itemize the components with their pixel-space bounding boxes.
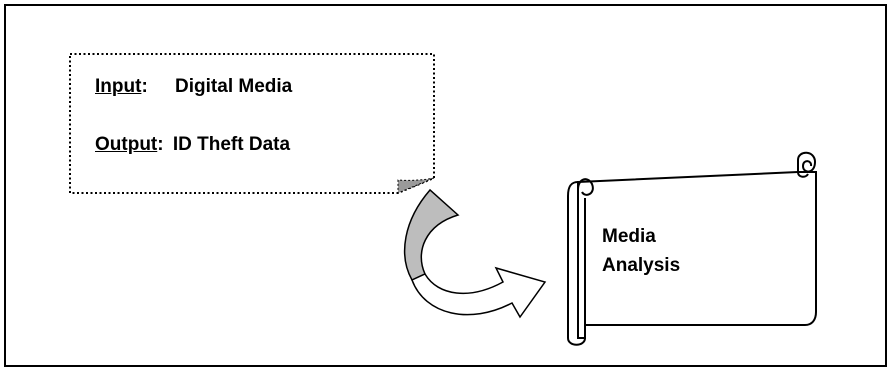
input-label: Input [95,76,142,97]
input-row: Input: Digital Media [95,76,292,98]
output-label: Output [95,134,158,155]
scroll-right-roll-base [797,171,809,178]
process-line-2: Analysis [602,255,681,276]
output-value: ID Theft Data [172,134,291,155]
input-colon: : [141,76,148,97]
curved-arrow [411,266,547,319]
process-line-1: Media [602,226,656,247]
input-value: Digital Media [175,76,293,97]
output-colon: : [157,134,164,155]
output-row: Output: ID Theft Data [95,134,290,156]
note-box-outline [69,53,435,194]
note-folded-corner [397,177,435,194]
scroll-right-roll [797,151,817,173]
diagram-frame [4,4,887,367]
process-label: Media Analysis [602,222,680,280]
scroll-left-roll [567,178,594,346]
curved-arrow-back-face [403,188,460,281]
